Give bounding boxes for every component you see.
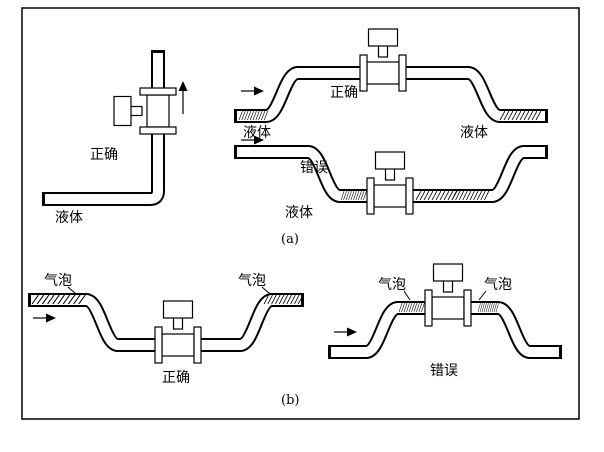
- bubble-leader-line: [478, 290, 487, 301]
- section-a: 正确 液体 正确 液体 液体: [42, 28, 548, 247]
- liquid-label: 液体: [243, 125, 271, 141]
- flowmeter: [366, 151, 414, 215]
- pipe-bore: [45, 53, 163, 204]
- flow-direction-arrow-up: [178, 81, 188, 114]
- liquid-label: 液体: [285, 205, 313, 221]
- section-b: 气泡 气泡 正确 气泡 气泡 错误 (b): [28, 263, 562, 408]
- flow-direction-arrow: [33, 313, 56, 323]
- wrong-label: 错误: [430, 363, 458, 379]
- flowmeter: [359, 28, 407, 92]
- sagged-meter-diagram: 错误 液体: [234, 135, 548, 221]
- flow-direction-arrow: [241, 135, 264, 145]
- figure-border: [21, 7, 580, 420]
- correct-label: 正确: [90, 147, 118, 163]
- correct-label: 正确: [330, 85, 358, 101]
- low-mounted-meter-diagram: 气泡 气泡 正确: [28, 273, 304, 386]
- high-mounted-meter-diagram: 气泡 气泡 错误: [328, 263, 562, 379]
- bubble-leader-line: [261, 286, 271, 295]
- bubble-label: 气泡: [44, 273, 72, 289]
- pipe-bore: [237, 147, 545, 201]
- section-b-caption: (b): [281, 393, 299, 408]
- flowmeter: [424, 263, 472, 327]
- bubble-leader-line: [403, 290, 411, 301]
- bubble-label: 气泡: [378, 277, 406, 293]
- section-a-caption: (a): [281, 232, 299, 247]
- liquid-label: 液体: [460, 125, 488, 141]
- bubble-leader-line: [67, 286, 77, 295]
- raised-meter-diagram: 正确 液体 液体: [234, 28, 548, 141]
- flowmeter: [113, 87, 177, 135]
- correct-label: 正确: [162, 370, 190, 386]
- flow-direction-arrow: [241, 86, 264, 96]
- vertical-meter-diagram: 正确 液体: [42, 50, 188, 226]
- flow-direction-arrow: [334, 327, 357, 337]
- liquid-label: 液体: [55, 210, 83, 226]
- wrong-label: 错误: [300, 160, 328, 176]
- flowmeter: [154, 300, 202, 364]
- bubble-label: 气泡: [484, 277, 512, 293]
- pipe-outline: [42, 50, 165, 206]
- bubble-label: 气泡: [238, 273, 266, 289]
